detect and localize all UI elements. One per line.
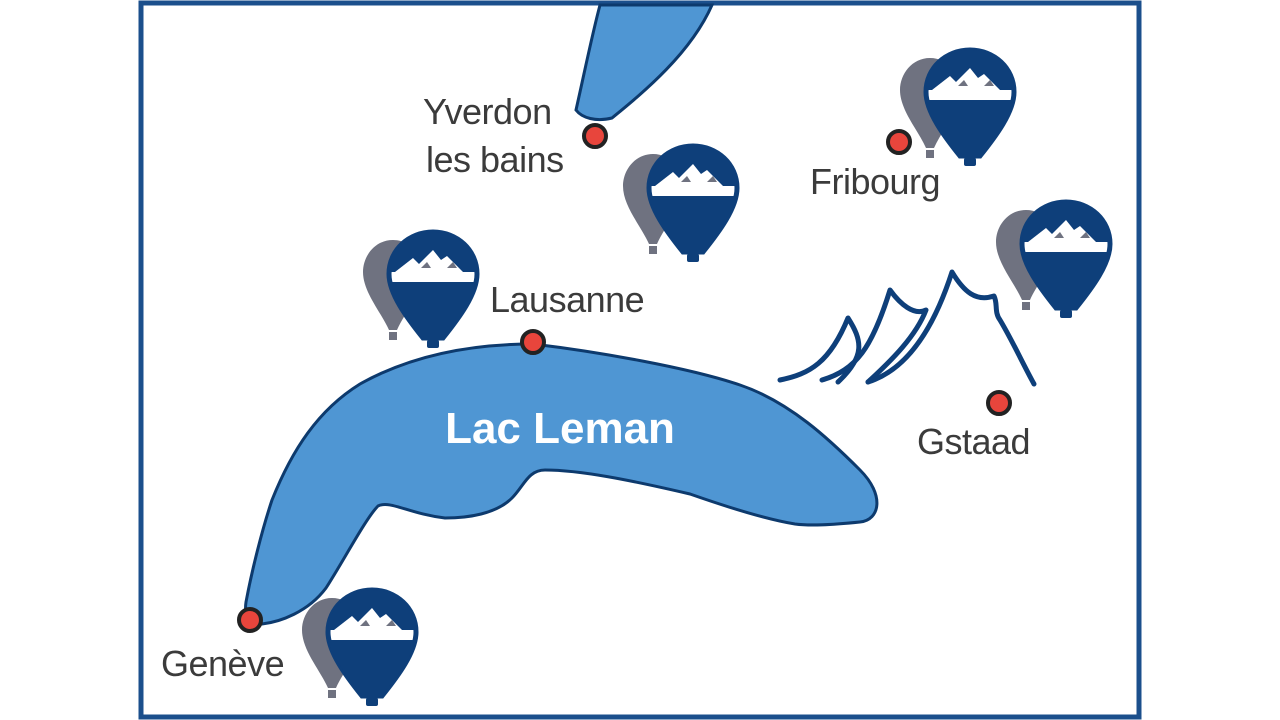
marker-lausanne-icon [520, 329, 546, 355]
marker-yverdon-icon [582, 123, 608, 149]
city-label-lausanne: Lausanne [490, 279, 644, 320]
marker-fribourg-icon [886, 129, 912, 155]
mountain-range-icon [777, 269, 1037, 387]
lake-leman-label: Lac Leman [445, 404, 675, 453]
city-label-yverdon-line1: Yverdon [423, 91, 552, 132]
lake-leman [244, 342, 879, 626]
city-label-gstaad: Gstaad [917, 421, 1030, 462]
marker-gstaad-icon [986, 390, 1012, 416]
lake-neuchatel [574, 3, 715, 122]
city-label-yverdon-line2: les bains [426, 139, 564, 180]
city-label-geneve: Genève [161, 643, 284, 684]
marker-geneve-icon [237, 607, 263, 633]
city-label-fribourg: Fribourg [810, 161, 940, 202]
